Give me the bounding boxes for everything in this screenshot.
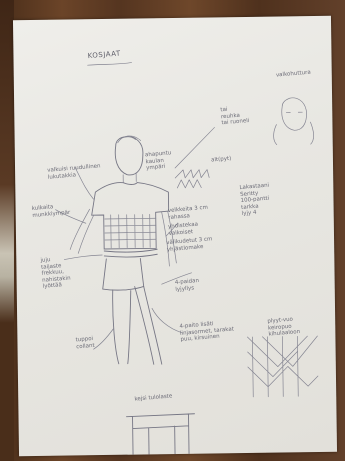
note-apron: 4-paidan lyjyllys [175, 278, 200, 293]
torso-outline [91, 182, 169, 249]
left-arm [70, 209, 95, 253]
head-outline [115, 136, 143, 175]
bottom-frame-sketch [126, 414, 195, 455]
note-waist-right: yhdistekaa valkoiset [168, 222, 199, 237]
checked-pattern [105, 214, 156, 248]
apron-outline [102, 258, 143, 290]
note-legs-left: tuppoi collant [75, 336, 94, 350]
sketch-paper: KOSJAAT tai reuhka tai ruoneli valkohutt… [13, 16, 337, 456]
note-hair: tai reuhka tai ruoneli [220, 105, 249, 127]
note-waist-left: juju taijaste frekkuu, nahistakin lyöttä… [40, 256, 71, 291]
face-sketch-top-right [273, 98, 314, 145]
ornament-row [175, 170, 209, 188]
note-materials: Lakastaani Seritty 100-pantti tarkka lyj… [239, 183, 271, 218]
note-pattern: plyyt-vuo keiropuo kihulaaloon [267, 316, 300, 338]
lattice-pattern-sketch [247, 336, 318, 397]
note-ears: ahapuntu kaulan ympäri [145, 150, 173, 172]
legs-outline [112, 286, 161, 365]
waist-belt [104, 249, 157, 257]
table-edge-light-leak [0, 0, 14, 461]
title-underline [88, 63, 132, 66]
